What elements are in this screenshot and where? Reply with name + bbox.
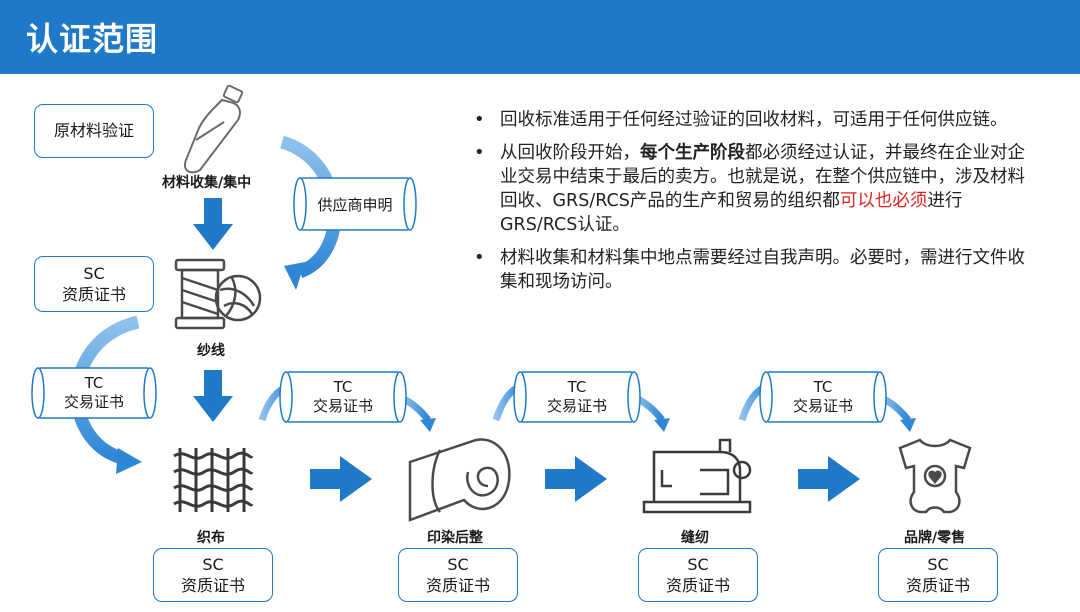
sc-box-dyeing: SC 资质证书 xyxy=(398,548,518,602)
bullet-list: 回收标准适用于任何经过验证的回收材料，可适用于任何供应链。 从回收阶段开始，每个… xyxy=(470,108,1030,303)
bottle-icon xyxy=(184,84,244,174)
supplier-declaration-label: 供应商申明 xyxy=(317,196,393,214)
left-sc-box: SC 资质证书 xyxy=(34,256,154,312)
stage-collection-label: 材料收集/集中 xyxy=(162,175,252,191)
tc-2-line1: TC xyxy=(567,378,587,396)
woven-fabric-icon xyxy=(173,448,254,512)
raw-material-verification-box: 原材料验证 xyxy=(34,104,154,158)
right-arrow-1 xyxy=(310,456,372,502)
tc-3-line1: TC xyxy=(813,378,833,396)
tc-3-line2: 交易证书 xyxy=(792,397,853,415)
left-sc-line2: 资质证书 xyxy=(61,285,126,304)
down-arrow-2 xyxy=(193,370,233,422)
sc-box-weaving: SC 资质证书 xyxy=(153,548,273,602)
bullet-3-text: 材料收集和材料集中地点需要经过自我声明。必要时，需进行文件收集和现场访问。 xyxy=(500,248,1025,292)
bullet-item-2: 从回收阶段开始，每个生产阶段都必须经过认证，并最终在企业对企业交易中结束于最后的… xyxy=(470,141,1030,237)
stage-brand-label: 品牌/零售 xyxy=(904,530,966,546)
bullet-2-pre: 从回收阶段开始， xyxy=(500,143,640,163)
down-arrow-1 xyxy=(193,198,233,250)
page-title: 认证范围 xyxy=(26,20,159,58)
fabric-roll-icon xyxy=(408,438,511,522)
scroll-supplier xyxy=(293,177,417,231)
sc-dyeing-line2: 资质证书 xyxy=(425,576,490,595)
tc-2-line2: 交易证书 xyxy=(546,397,607,415)
sc-brand-line2: 资质证书 xyxy=(905,576,970,595)
sc-brand-line1: SC xyxy=(927,555,949,574)
sc-box-sewing: SC 资质证书 xyxy=(638,548,758,602)
right-arrow-3 xyxy=(798,456,860,502)
bullet-2-post: 进行GRS/RCS认证。 xyxy=(500,191,963,235)
bullet-item-1: 回收标准适用于任何经过验证的回收材料，可适用于任何供应链。 xyxy=(470,108,1030,132)
tc-3-text: TC 交易证书 xyxy=(770,378,876,416)
header-bar: 认证范围 xyxy=(0,0,1080,74)
baby-onesie-icon xyxy=(898,438,972,514)
tc-2-text: TC 交易证书 xyxy=(524,378,630,416)
sc-box-brand: SC 资质证书 xyxy=(878,548,998,602)
tc-1-line2: 交易证书 xyxy=(312,397,373,415)
left-tc-line2: 交易证书 xyxy=(63,393,124,411)
sc-weaving-line2: 资质证书 xyxy=(180,576,245,595)
raw-material-verification-label: 原材料验证 xyxy=(53,121,134,140)
tc-1-text: TC 交易证书 xyxy=(290,378,396,416)
scroll-left-tc xyxy=(31,367,157,419)
stage-yarn-label: 纱线 xyxy=(197,343,225,359)
bullet-item-3: 材料收集和材料集中地点需要经过自我声明。必要时，需进行文件收集和现场访问。 xyxy=(470,246,1030,294)
bullet-2-mid: 都必须经过认证，并最终在企业对企业交易中结束于最后的卖方。也就是说，在整个供应链… xyxy=(500,143,1025,211)
bullet-2-red: 可以也必须 xyxy=(839,191,928,211)
left-tc-line1: TC xyxy=(84,374,104,392)
scroll-tc-3 xyxy=(759,371,887,423)
sc-sewing-line1: SC xyxy=(687,555,709,574)
stage-sewing-label: 缝纫 xyxy=(681,530,709,546)
left-tc-text: TC 交易证书 xyxy=(40,374,148,412)
scroll-tc-1 xyxy=(279,371,407,423)
bullet-1-text: 回收标准适用于任何经过验证的回收材料，可适用于任何供应链。 xyxy=(500,110,1008,130)
tc-1-line1: TC xyxy=(333,378,353,396)
stage-dyeing-label: 印染后整 xyxy=(427,530,483,546)
sewing-machine-icon xyxy=(642,438,752,514)
scroll-tc-2 xyxy=(513,371,641,423)
left-sc-line1: SC xyxy=(83,264,105,283)
bullet-2-bold: 每个生产阶段 xyxy=(640,143,745,163)
sc-sewing-line2: 资质证书 xyxy=(665,576,730,595)
stage-weaving-label: 织布 xyxy=(197,530,225,546)
yarn-spool-icon xyxy=(174,258,262,330)
sc-dyeing-line1: SC xyxy=(447,555,469,574)
sc-weaving-line1: SC xyxy=(202,555,224,574)
right-arrow-2 xyxy=(545,456,607,502)
